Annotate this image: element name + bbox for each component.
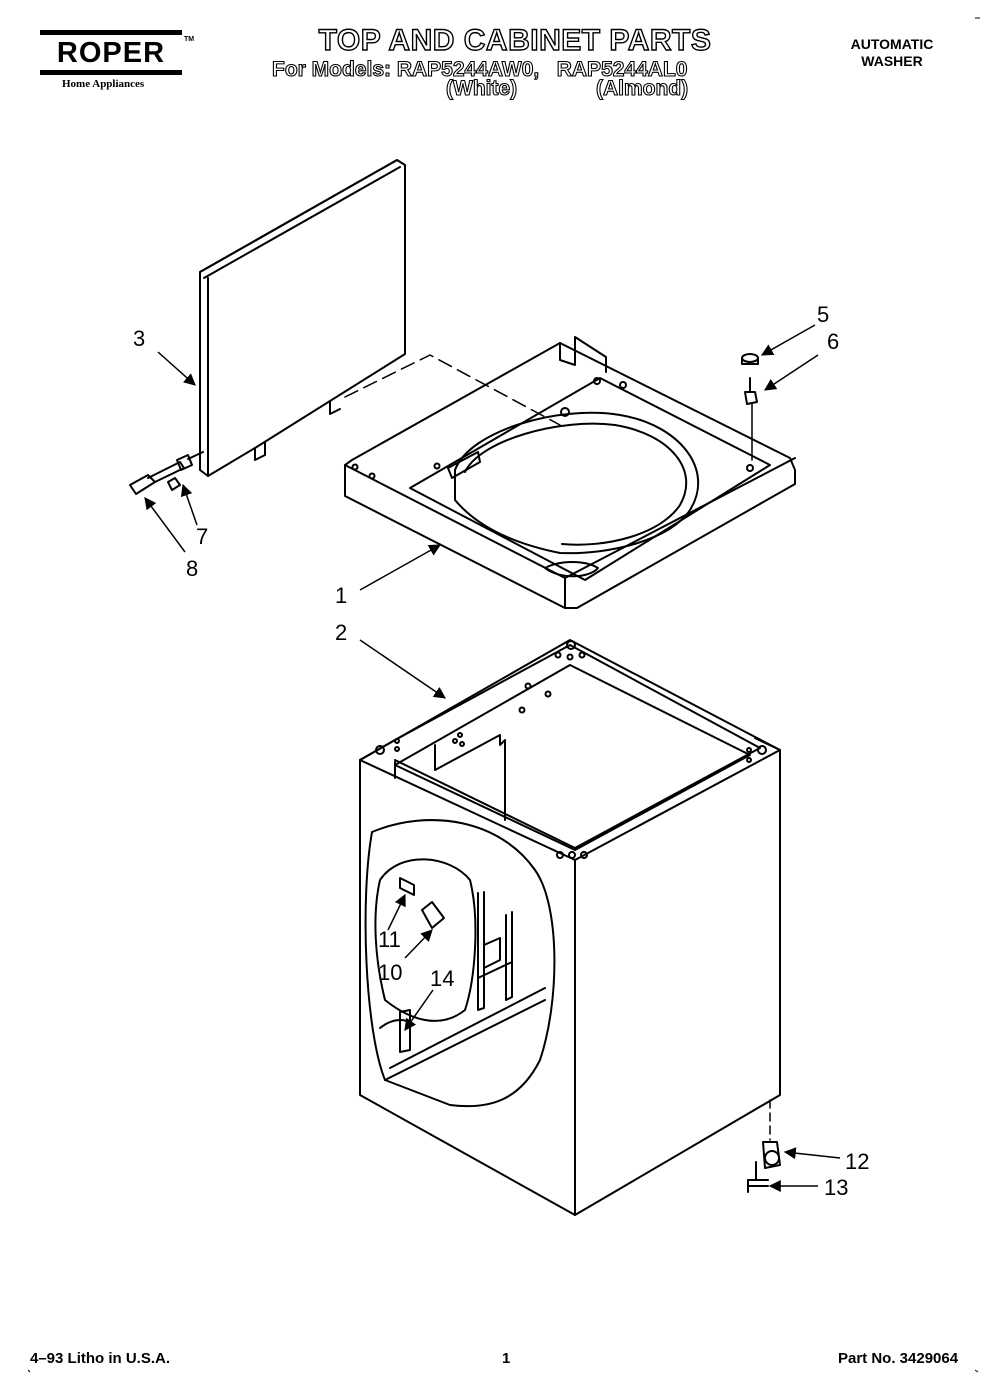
callout-3: 3 <box>133 326 146 351</box>
part-number: Part No. 3429064 <box>838 1350 959 1367</box>
hinge-line <box>344 354 561 426</box>
leader-11 <box>387 893 406 931</box>
brand-subtitle: Home Appliances <box>62 78 145 90</box>
cabinet-cutaway <box>364 819 556 1108</box>
page-number: 1 <box>502 1350 511 1367</box>
leader-1 <box>359 544 442 591</box>
hinge-part-7-8 <box>129 451 204 495</box>
leader-14 <box>404 989 434 1031</box>
models-line: For Models: RAP5244AW0, RAP5244AL0 <box>271 57 688 81</box>
logo-frame <box>40 30 182 75</box>
callout-6: 6 <box>827 329 840 354</box>
callout-2: 2 <box>335 620 348 645</box>
corner-mark-br <box>974 1369 979 1373</box>
page-title: TOP AND CABINET PARTS <box>318 23 712 57</box>
leader-2 <box>359 639 446 699</box>
brand-name: ROPER <box>56 37 166 69</box>
lid-part-3 <box>199 159 406 477</box>
variant-white: (White) <box>445 76 518 100</box>
leader-8 <box>144 497 186 553</box>
callout-10: 10 <box>378 960 403 985</box>
leader-6 <box>763 354 819 391</box>
roper-logo: ROPER <box>40 30 182 76</box>
callout-1: 1 <box>335 583 348 608</box>
callout-7: 7 <box>196 524 209 549</box>
callout-11: 11 <box>378 927 401 952</box>
leader-7 <box>180 483 198 526</box>
trademark: TM <box>184 36 195 43</box>
callout-12: 12 <box>845 1149 870 1174</box>
leader-3 <box>157 351 196 386</box>
top-part-1 <box>344 336 796 609</box>
appliance-line-1: AUTOMATIC <box>850 36 934 52</box>
callout-8: 8 <box>186 556 199 581</box>
leader-5 <box>760 324 816 356</box>
callout-5: 5 <box>817 302 830 327</box>
leveling-foot-part-12-13 <box>747 1099 781 1193</box>
corner-mark-bl <box>27 1369 31 1373</box>
appliance-type: AUTOMATIC WASHER <box>830 36 954 70</box>
cabinet-part-2 <box>359 639 781 1216</box>
callout-14: 14 <box>430 966 455 991</box>
appliance-line-2: WASHER <box>861 53 923 69</box>
fastener-part-5-6 <box>741 353 759 461</box>
callout-13: 13 <box>824 1175 849 1200</box>
leader-12 <box>783 1147 841 1160</box>
litho-note: 4–93 Litho in U.S.A. <box>30 1350 171 1367</box>
leader-10 <box>404 929 433 959</box>
variant-almond: (Almond) <box>595 76 689 100</box>
